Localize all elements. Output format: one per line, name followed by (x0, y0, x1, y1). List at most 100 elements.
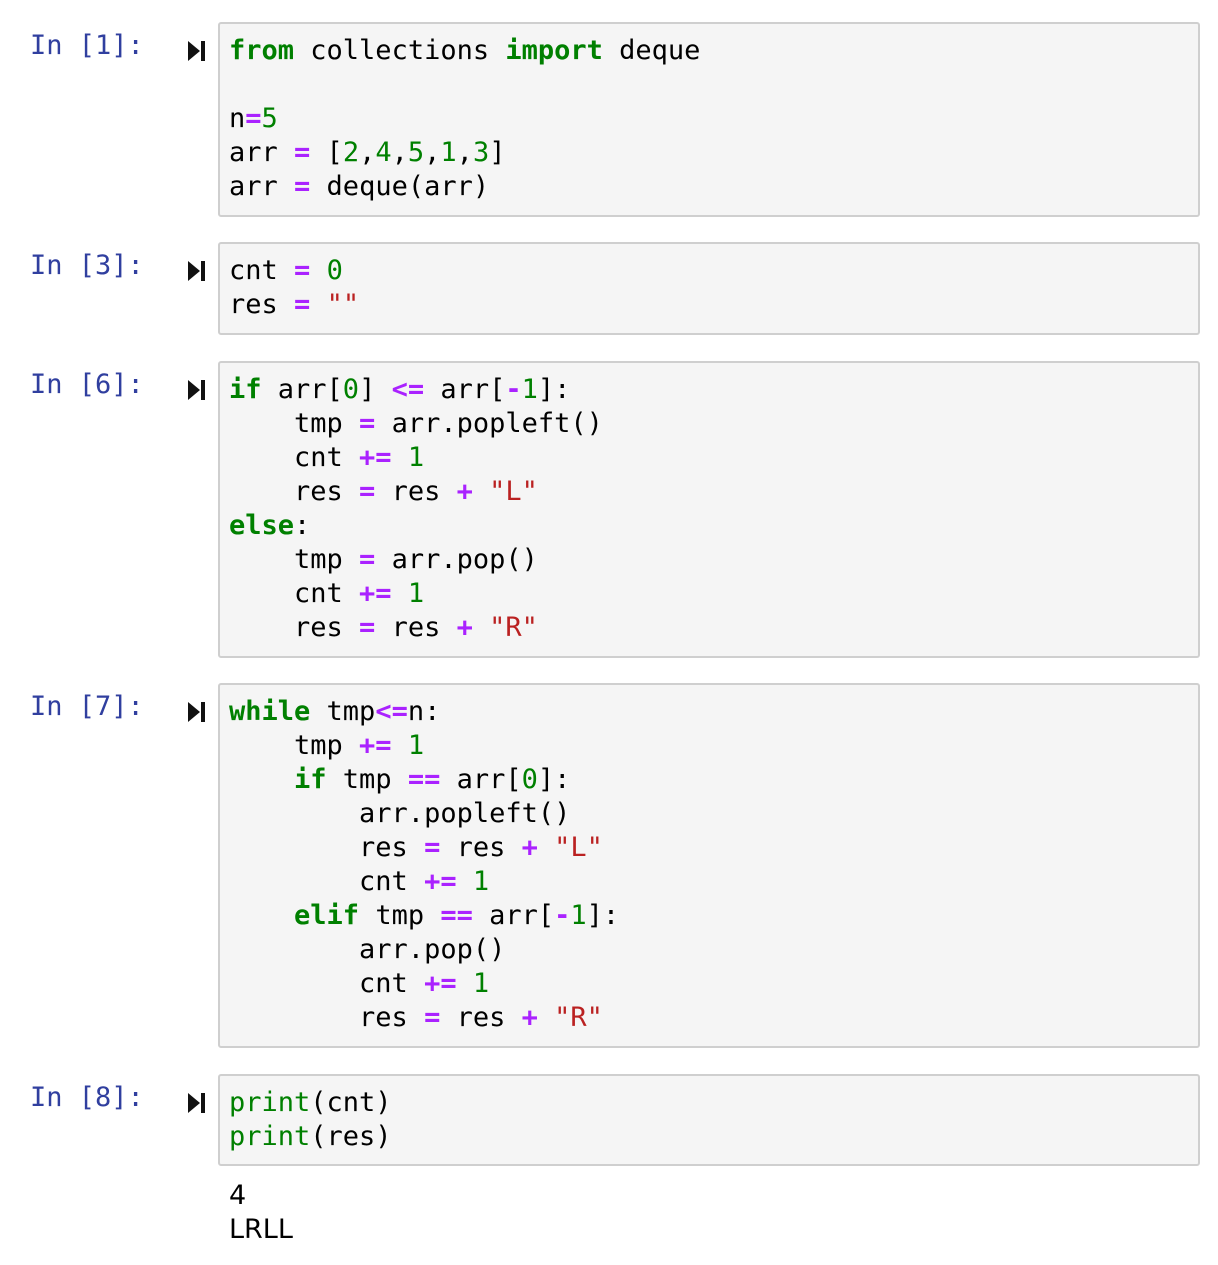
code-editor[interactable]: while tmp<=n: tmp += 1 if tmp == arr[0]:… (218, 683, 1200, 1048)
code-text: print(cnt) print(res) (220, 1076, 1198, 1154)
code-line: arr = deque(arr) (229, 171, 489, 202)
code-token: 0 (342, 374, 360, 405)
code-token: 4 (375, 137, 392, 168)
code-line: tmp = arr.popleft() (229, 408, 603, 439)
code-token: tmp (229, 544, 360, 575)
code-cell-4: In [7]: while tmp<=n: tmp += 1 if tmp ==… (0, 683, 1218, 1048)
code-token: arr[ (424, 374, 506, 405)
code-token: , (424, 137, 441, 168)
code-token: res (229, 476, 360, 507)
code-token: cnt (229, 578, 360, 609)
code-token (310, 289, 326, 320)
code-line: res = res + "R" (229, 612, 538, 643)
code-line: elif tmp == arr[-1]: (229, 900, 619, 931)
code-token: cnt (229, 968, 425, 999)
code-line: arr = [2,4,5,1,3] (229, 137, 505, 168)
code-text: from collections import deque n=5 arr = … (220, 24, 1198, 204)
run-cell-button[interactable] (186, 376, 208, 404)
code-line: else: (229, 510, 310, 541)
code-token: deque(arr) (310, 171, 490, 202)
run-cell-icon (188, 702, 205, 722)
code-token (229, 900, 294, 931)
code-token: = (359, 544, 376, 575)
run-cell-icon (188, 380, 205, 400)
cell-prompt: In [1]: (30, 30, 144, 61)
code-token: tmp (326, 764, 408, 795)
code-editor[interactable]: from collections import deque n=5 arr = … (218, 22, 1200, 217)
code-line: cnt += 1 (229, 968, 489, 999)
code-token: arr.pop() (229, 934, 506, 965)
code-token: [ (310, 137, 343, 168)
code-token: arr.popleft() (229, 798, 571, 829)
code-token: 1 (521, 374, 538, 405)
code-token: : (294, 510, 311, 541)
code-token: 0 (521, 764, 538, 795)
code-cell-2: In [3]: cnt = 0 res = "" (0, 242, 1218, 335)
code-token: = (294, 255, 311, 286)
output-line: 4 (229, 1180, 247, 1211)
code-token: = (359, 476, 376, 507)
code-token (473, 612, 489, 643)
code-token: 5 (407, 137, 425, 168)
code-token: res (229, 612, 360, 643)
code-line: tmp = arr.pop() (229, 544, 538, 575)
code-line: cnt += 1 (229, 578, 424, 609)
code-line: res = "" (229, 289, 359, 320)
run-cell-button[interactable] (186, 698, 208, 726)
code-cell-3: In [6]: if arr[0] <= arr[-1]: tmp = arr.… (0, 361, 1218, 658)
code-token: 1 (570, 900, 587, 931)
run-cell-button[interactable] (186, 1089, 208, 1117)
code-token: tmp (310, 696, 376, 727)
code-token: += (424, 866, 457, 897)
code-token: ]: (586, 900, 620, 931)
code-token (538, 832, 554, 863)
code-token: += (359, 578, 392, 609)
code-token: + (521, 1002, 538, 1033)
code-line: res = res + "L" (229, 476, 538, 507)
code-editor[interactable]: print(cnt) print(res) (218, 1074, 1200, 1166)
code-token (538, 1002, 554, 1033)
code-token: arr.popleft() (375, 408, 603, 439)
run-cell-button[interactable] (186, 37, 208, 65)
code-token: = (424, 832, 441, 863)
code-token: tmp (229, 408, 360, 439)
code-token: tmp (359, 900, 441, 931)
code-line: tmp += 1 (229, 730, 424, 761)
code-token: = (294, 137, 311, 168)
code-token: <= (391, 374, 425, 405)
code-editor[interactable]: cnt = 0 res = "" (218, 242, 1200, 335)
code-token (473, 476, 489, 507)
code-token: print (229, 1121, 311, 1152)
code-token: if (229, 374, 262, 405)
code-token: == (440, 900, 473, 931)
run-cell-button[interactable] (186, 257, 208, 285)
code-token: ]: (537, 764, 571, 795)
code-token: tmp (229, 730, 360, 761)
code-token: res (229, 289, 295, 320)
cell-prompt: In [3]: (30, 250, 144, 281)
code-line: cnt += 1 (229, 442, 424, 473)
code-line: print(cnt) (229, 1087, 392, 1118)
code-editor[interactable]: if arr[0] <= arr[-1]: tmp = arr.popleft(… (218, 361, 1200, 658)
code-token: arr[ (261, 374, 343, 405)
code-token: "R" (489, 612, 538, 643)
code-token: collections (294, 35, 506, 66)
code-token (457, 866, 473, 897)
code-token: 5 (261, 103, 278, 134)
code-token: += (359, 730, 392, 761)
cell-prompt: In [8]: (30, 1082, 144, 1113)
cell-output: 4 LRLL (229, 1179, 293, 1247)
code-line: n=5 (229, 103, 278, 134)
cell-prompt: In [7]: (30, 691, 144, 722)
code-text: if arr[0] <= arr[-1]: tmp = arr.popleft(… (220, 363, 1198, 645)
code-token: "" (326, 289, 360, 320)
code-token: + (456, 476, 473, 507)
code-token: = (294, 289, 311, 320)
code-token: + (521, 832, 538, 863)
code-line: res = res + "L" (229, 832, 603, 863)
code-token: res (440, 1002, 522, 1033)
code-cell-5: In [8]: print(cnt) print(res) 4 LRLL (0, 1074, 1218, 1254)
code-token: 1 (472, 968, 490, 999)
code-token: + (456, 612, 473, 643)
code-token: arr (229, 137, 295, 168)
